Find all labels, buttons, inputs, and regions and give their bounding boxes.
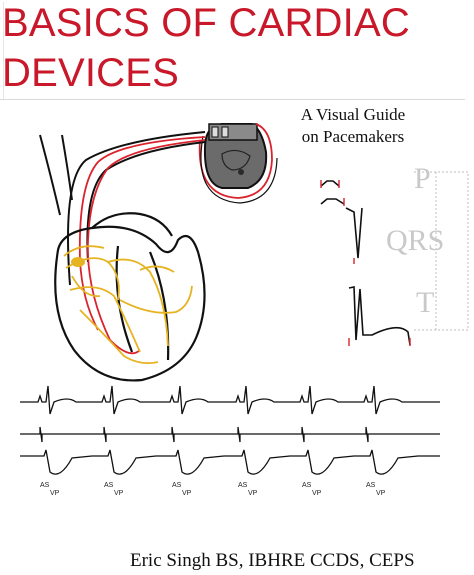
annotation-as: AS [104, 482, 114, 489]
annotation-vp: VP [376, 490, 386, 497]
annotation-vp: VP [248, 490, 258, 497]
annotation-as: AS [302, 482, 312, 489]
title-underline [0, 99, 465, 100]
pacing-lead-rv [86, 139, 206, 355]
annotation-as: AS [366, 482, 376, 489]
ventricular-egm-strip [20, 449, 440, 475]
label-t: T [416, 286, 435, 319]
annotation-as: AS [172, 482, 182, 489]
ventricular-egm-trace [20, 449, 440, 475]
label-qrs: QRS [386, 224, 445, 257]
subtitle-line-2: on Pacemakers [301, 127, 405, 146]
cover-subtitle: A Visual Guide on Pacemakers [268, 104, 438, 148]
conduction-system [63, 245, 193, 365]
annotation-vp: VP [50, 490, 60, 497]
cover-title: BASICS OF CARDIAC DEVICES [2, 0, 472, 98]
annotation-vp: VP [312, 490, 322, 497]
author-credit: Eric Singh BS, IBHRE CCDS, CEPS [130, 550, 415, 571]
label-p: P [414, 162, 431, 195]
surface-ecg-trace [20, 385, 440, 415]
atrial-egm-trace [20, 426, 440, 443]
annotation-vp: VP [182, 490, 192, 497]
sa-node [71, 257, 85, 267]
title-frame-left [3, 2, 4, 100]
title-line-1: BASICS OF CARDIAC [2, 1, 410, 45]
annotation-as: AS [40, 482, 50, 489]
pacemaker-device-icon [203, 123, 268, 189]
title-line-2: DEVICES [2, 51, 180, 95]
atrial-egm-strip [20, 426, 440, 443]
subtitle-line-1: A Visual Guide [300, 105, 406, 124]
surface-ecg-strip [20, 385, 440, 415]
annotation-vp: VP [114, 490, 124, 497]
annotation-as: AS [238, 482, 248, 489]
lead-loop [198, 123, 273, 199]
